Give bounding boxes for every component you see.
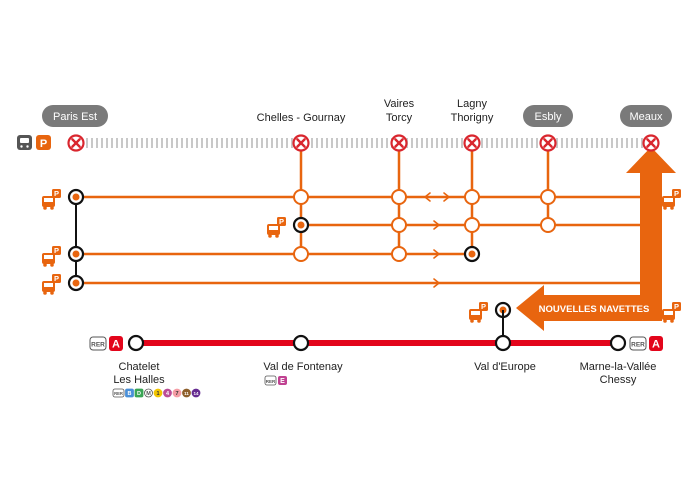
direction-arrows bbox=[424, 192, 450, 288]
station-label-vaires: Vaires bbox=[384, 98, 415, 110]
connection-badge-label: M bbox=[146, 391, 151, 397]
val-de-fontenay-connections: RER E bbox=[264, 375, 287, 386]
connection-badge-label: B bbox=[128, 391, 132, 397]
connection-badge-b: B bbox=[125, 388, 134, 398]
station-label-chatelet: Chatelet bbox=[119, 361, 160, 373]
svg-text:RER: RER bbox=[631, 342, 645, 349]
connection-badge-7: 7 bbox=[172, 388, 182, 398]
new-shuttles-arrow: NOUVELLES NAVETTES bbox=[516, 147, 676, 331]
closed-station-icon bbox=[292, 134, 310, 152]
line-a-badge-right: A bbox=[649, 336, 663, 351]
connection-badge-label: RER bbox=[114, 391, 123, 396]
connection-badge-11: 11 bbox=[182, 388, 191, 398]
station-label-torcy: Torcy bbox=[386, 112, 413, 124]
station-label-paris-est: Paris Est bbox=[53, 111, 97, 123]
closed-station-icon bbox=[539, 134, 557, 152]
rer-badge-right: RER bbox=[629, 336, 647, 351]
closed-station-icon bbox=[67, 134, 85, 152]
connection-badge-label: 4 bbox=[166, 391, 170, 397]
station-label-meaux: Meaux bbox=[629, 111, 663, 123]
closed-station-icon bbox=[463, 134, 481, 152]
connection-badge-1: 1 bbox=[153, 388, 163, 398]
station-label-val-d-europe: Val d'Europe bbox=[474, 361, 536, 373]
station-label-les-halles: Les Halles bbox=[113, 374, 165, 386]
connection-badge-label: D bbox=[137, 391, 141, 397]
connection-badge-label: 14 bbox=[193, 391, 199, 396]
svg-text:P: P bbox=[40, 138, 47, 150]
station-label-lagny: Lagny bbox=[457, 98, 487, 110]
bus-icon bbox=[42, 246, 61, 267]
closed-station-icon bbox=[642, 134, 660, 152]
bus-terminals bbox=[67, 188, 512, 319]
station-pill-meaux: Meaux bbox=[620, 105, 672, 127]
station-label-esbly: Esbly bbox=[535, 111, 562, 123]
closed-station-icon bbox=[390, 134, 408, 152]
bus-icon bbox=[662, 189, 681, 210]
connection-badge-m: M bbox=[144, 388, 153, 398]
connection-badge-label: 11 bbox=[184, 391, 189, 396]
connection-badge-14: 14 bbox=[191, 388, 201, 398]
svg-text:RER: RER bbox=[91, 342, 105, 349]
bus-icon bbox=[42, 189, 61, 210]
station-label-chessy: Chessy bbox=[600, 374, 637, 386]
bus-icon bbox=[267, 217, 286, 238]
connection-badge-rer: RER bbox=[112, 388, 125, 398]
connection-badge-4: 4 bbox=[163, 388, 172, 398]
line-a-badge-left: A bbox=[109, 336, 123, 351]
bus-icon bbox=[42, 274, 61, 295]
svg-text:E: E bbox=[280, 378, 285, 385]
station-pill-paris-est: Paris Est bbox=[42, 105, 108, 127]
station-label-val-de-fontenay: Val de Fontenay bbox=[263, 361, 343, 373]
bus-icon bbox=[662, 302, 681, 323]
bus-icon bbox=[469, 302, 488, 323]
new-shuttles-label: NOUVELLES NAVETTES bbox=[539, 304, 650, 315]
station-label-chelles: Chelles - Gournay bbox=[257, 112, 346, 124]
parking-icon: P bbox=[36, 135, 51, 150]
station-label-thorigny: Thorigny bbox=[451, 112, 494, 124]
rer-a-line bbox=[127, 310, 627, 352]
svg-text:A: A bbox=[112, 339, 120, 351]
train-icon bbox=[17, 135, 32, 150]
connection-badge-d: D bbox=[134, 388, 144, 398]
station-pill-esbly: Esbly bbox=[523, 105, 573, 127]
bus-stops bbox=[293, 189, 556, 262]
svg-text:A: A bbox=[652, 339, 660, 351]
connection-badge-label: 1 bbox=[156, 391, 159, 397]
connection-badge-label: 7 bbox=[175, 391, 178, 397]
svg-text:RER: RER bbox=[266, 379, 276, 384]
station-label-marne-la-vallee: Marne-la-Vallée bbox=[580, 361, 657, 373]
bus-routes bbox=[75, 143, 651, 285]
rer-badge-left: RER bbox=[89, 336, 107, 351]
